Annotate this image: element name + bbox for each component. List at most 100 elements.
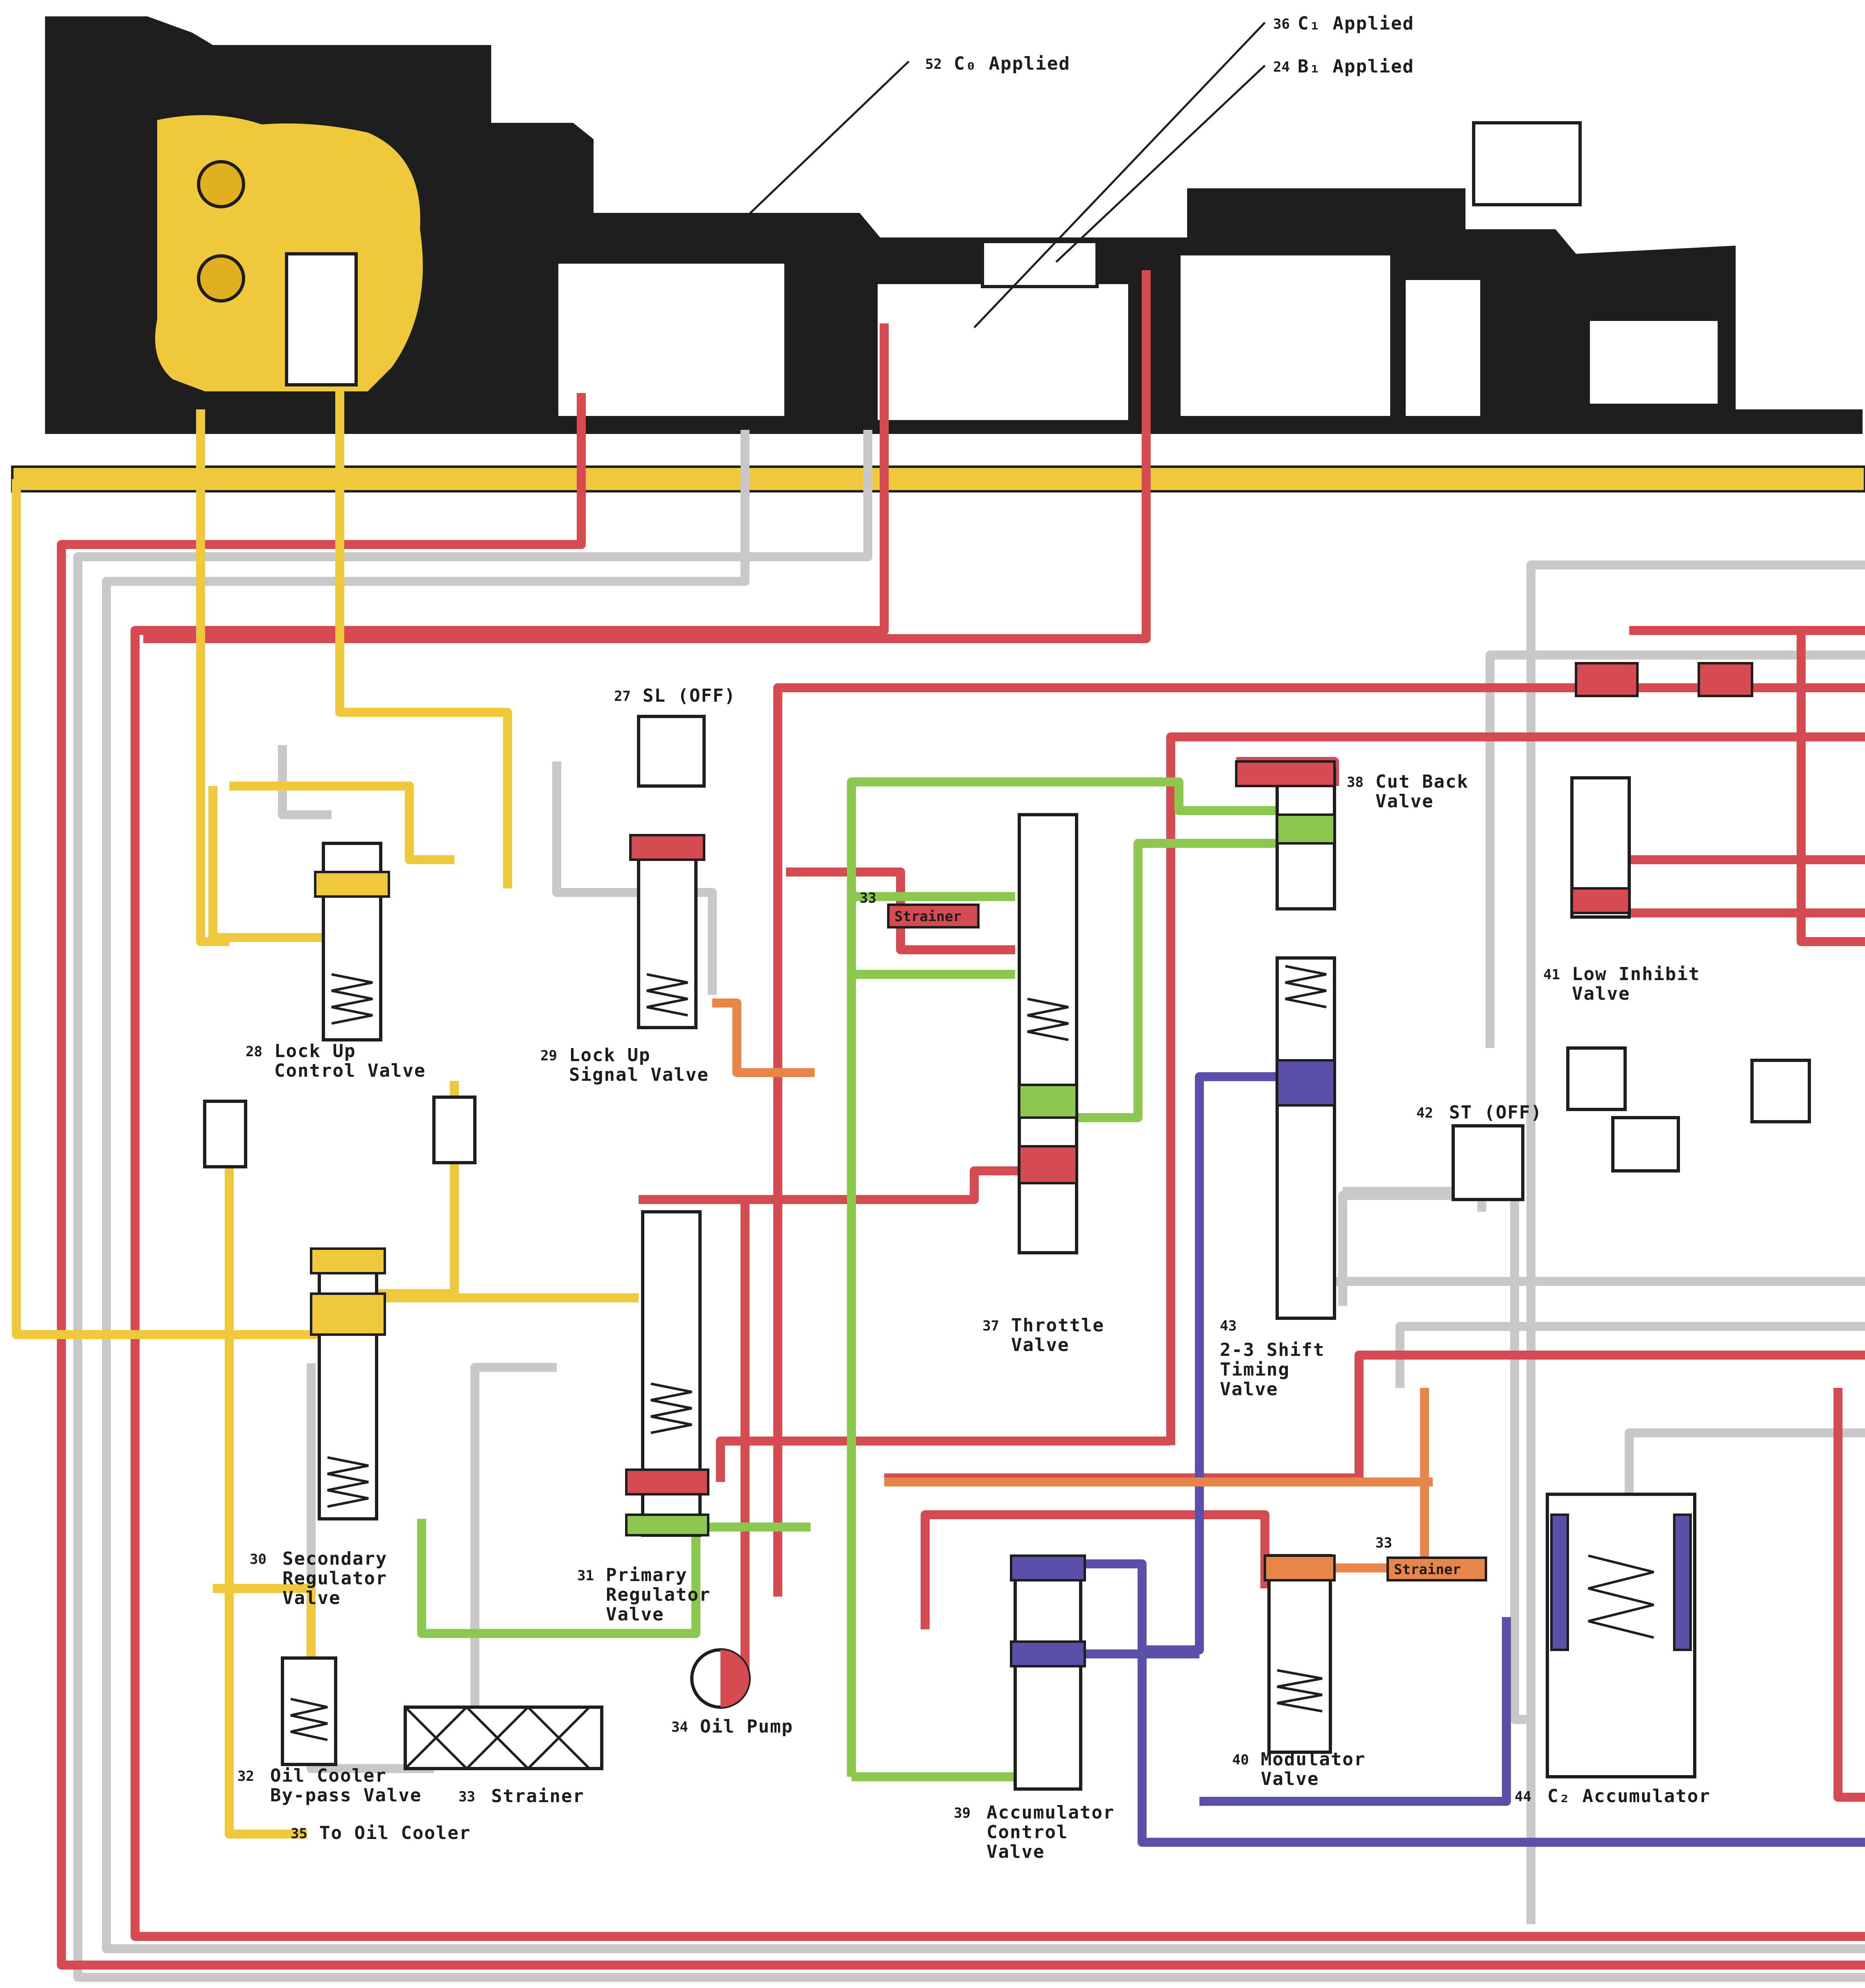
st-solenoid-body: [1452, 1124, 1524, 1201]
secondary-regulator-line1: Secondary: [282, 1548, 387, 1569]
planetary-gear-set: [1177, 252, 1393, 419]
lube-line-converter-in: [335, 389, 512, 888]
primary-regulator-green-section: [625, 1514, 709, 1536]
line-pressure-regulator-low: [716, 1437, 1171, 1482]
lube-line-bypass: [225, 1105, 307, 1839]
cut-back-line1: Cut Back: [1375, 771, 1469, 792]
c1-applied-label: C₁ Applied: [1298, 13, 1414, 34]
primary-regulator-num: 31: [577, 1568, 594, 1584]
c2-accumulator-purple-left: [1550, 1514, 1569, 1651]
line-pressure-right-branch-a: [1797, 630, 1865, 946]
oil-cooler-bypass-valve-body: [281, 1656, 337, 1766]
sl-label: SL (OFF): [643, 685, 736, 706]
governor-line-signal: [712, 999, 815, 1077]
cut-back-green-section: [1276, 813, 1336, 845]
c0-applied-label: C₀ Applied: [954, 53, 1070, 74]
line-pressure-accum-lower: [921, 1510, 1269, 1629]
throttle-num: 37: [982, 1318, 999, 1334]
lockup-signal-line2: Signal Valve: [569, 1064, 709, 1085]
cut-back-cap: [1235, 760, 1336, 787]
c1-applied-num: 36: [1273, 16, 1290, 32]
turbine-shaft: [285, 252, 358, 386]
strainer-num: 33: [458, 1789, 475, 1805]
inline-strainer-labels: 33 Strainer 33 Strainer: [860, 890, 1461, 1578]
lockup-signal-valve-body: [637, 846, 698, 1029]
c2-accumulator-spring: [1588, 1554, 1654, 1639]
accumulator-control-line3: Valve: [987, 1841, 1045, 1862]
callouts-applied: 36 C₁ Applied 24 B₁ Applied 52 C₀ Applie…: [925, 13, 1414, 77]
line-pressure-main-outer: [57, 393, 1865, 1970]
lube-line-lockup-loop: [229, 782, 454, 864]
modulator-num: 40: [1232, 1752, 1249, 1768]
converter-lube-lines: [12, 389, 639, 1839]
to-oil-cooler-num: 35: [291, 1825, 307, 1842]
line-pressure-cutback-feed: [773, 683, 1865, 1597]
lube-line-cooler-feed: [213, 1584, 316, 1662]
shift-timing-line1: 2-3 Shift: [1220, 1340, 1325, 1360]
oil-cooler-bypass-line1: Oil Cooler: [270, 1765, 387, 1786]
c0-applied-num: 52: [925, 56, 942, 72]
drain-line-lockup: [278, 745, 332, 819]
b1-applied-num: 24: [1273, 59, 1290, 75]
drain-line-left-outer: [73, 430, 1865, 1982]
valve-springs: [290, 965, 1654, 1741]
line-pressure-b1: [143, 270, 1151, 643]
lockup-control-line2: Control Valve: [274, 1060, 426, 1081]
clutch-pack-b1: [981, 240, 1099, 288]
modulator-line1: Modulator: [1261, 1749, 1366, 1770]
low-inhibit-check-c: [1611, 1116, 1680, 1172]
modulator-spring: [1277, 1669, 1323, 1712]
check-ball-right: [432, 1096, 476, 1164]
rear-clutch-pack: [1402, 277, 1483, 419]
clutch-pack-c0: [555, 260, 788, 419]
accumulator-control-line1: Accumulator: [987, 1802, 1115, 1823]
lube-line-left-riser: [12, 479, 319, 1339]
inline-strainer-a-num: 33: [860, 890, 876, 906]
lockup-control-num: 28: [246, 1044, 262, 1060]
lockup-signal-num: 29: [540, 1048, 557, 1064]
primary-regulator-line3: Valve: [606, 1604, 664, 1625]
inline-strainer-b-num: 33: [1375, 1535, 1392, 1551]
converter-hub-bottom: [197, 254, 245, 303]
drain-line-primary: [470, 1363, 557, 1736]
throttle-line2: Valve: [1011, 1335, 1069, 1355]
oil-pump: [690, 1648, 751, 1709]
lockup-signal-spring: [646, 973, 688, 1017]
drain-line-right-a: [1526, 560, 1865, 1924]
oil-pump-label: Oil Pump: [700, 1716, 793, 1737]
oil-cooler-bypass-spring: [290, 1698, 328, 1741]
drain-lines: [73, 430, 1865, 1982]
inline-strainer-throttle: [887, 904, 980, 928]
line-pressure-modulator: [884, 1351, 1865, 1482]
throttle-valve-red-section: [1018, 1145, 1078, 1184]
output-housing: [1472, 121, 1582, 206]
low-inhibit-red-section: [1571, 887, 1630, 914]
c2-accumulator-label: C₂ Accumulator: [1547, 1786, 1711, 1807]
shift-timing-valve-body: [1276, 956, 1336, 1320]
drain-line-secondary: [307, 1363, 434, 1773]
oil-cooler-bypass-num: 32: [237, 1768, 254, 1785]
output-shaft-flange: [1587, 318, 1721, 407]
b1-applied-label: B₁ Applied: [1298, 56, 1414, 77]
throttle-pressure-lines: [417, 777, 1302, 1781]
drain-line-right-e: [1625, 1428, 1865, 1515]
shift-timing-purple: [1276, 1059, 1336, 1107]
line-pressure-shift-feed: [1166, 732, 1865, 1445]
shift-timing-spring: [1285, 965, 1327, 1008]
leader-lines: [720, 22, 1266, 328]
sl-solenoid-body: [637, 715, 706, 788]
low-inhibit-check-a: [1566, 1046, 1627, 1111]
to-oil-cooler-label: To Oil Cooler: [319, 1823, 471, 1843]
modulator-line2: Valve: [1261, 1769, 1319, 1789]
lockup-signal-cap: [629, 834, 705, 861]
lockup-control-line1: Lock Up: [274, 1041, 356, 1062]
throttle-line-main: [847, 777, 1302, 1777]
drain-line-right-b: [1486, 651, 1865, 1048]
line-pressure-right-lower: [1833, 1388, 1865, 1802]
st-num: 42: [1416, 1105, 1433, 1121]
secondary-regulator-yellow-mid: [310, 1292, 386, 1336]
inline-strainer-b-label: Strainer: [1394, 1561, 1461, 1578]
low-inhibit-red-right: [1698, 662, 1753, 697]
low-inhibit-check-b: [1750, 1059, 1811, 1123]
